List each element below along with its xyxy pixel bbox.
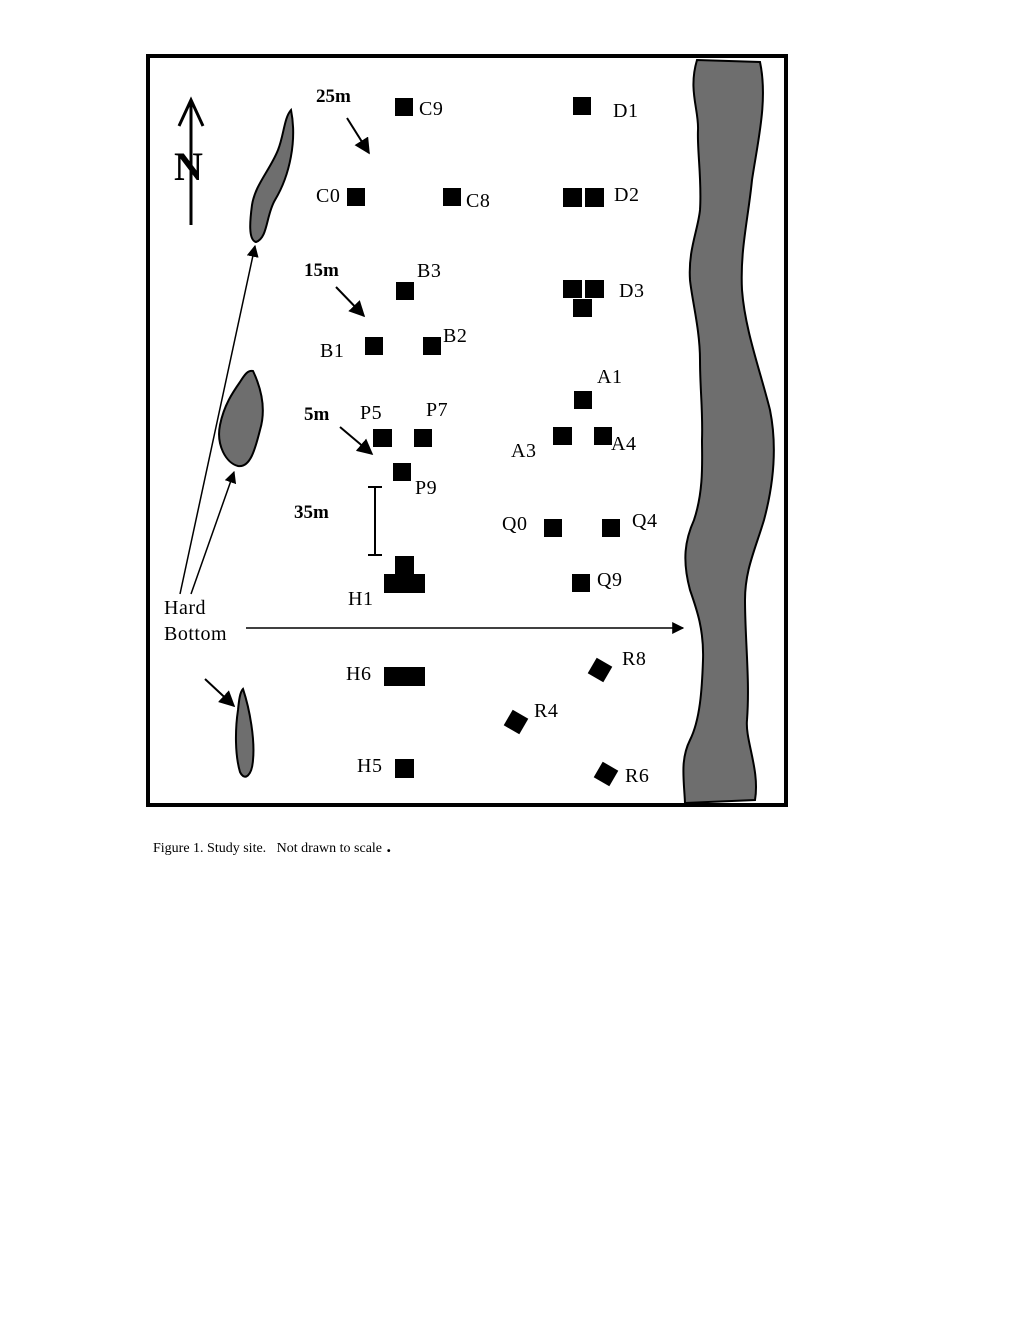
right-shoal bbox=[682, 58, 775, 805]
north-label: N bbox=[174, 144, 203, 189]
distance-arrow-25m bbox=[346, 117, 370, 155]
hard-bottom-patch-south bbox=[234, 687, 255, 778]
station-marker-r8 bbox=[587, 657, 613, 683]
station-label-a4: A4 bbox=[611, 433, 636, 455]
station-marker-d3-c bbox=[573, 299, 592, 317]
station-label-p5: P5 bbox=[360, 402, 382, 424]
caption-period: . bbox=[382, 836, 392, 856]
station-marker-h1-bottom bbox=[384, 574, 425, 593]
station-marker-p5 bbox=[373, 429, 392, 447]
station-marker-b2 bbox=[423, 337, 441, 355]
station-label-p9: P9 bbox=[415, 477, 437, 499]
station-marker-q9 bbox=[572, 574, 590, 592]
station-marker-a1 bbox=[574, 391, 592, 409]
station-marker-q0 bbox=[544, 519, 562, 537]
station-label-h5: H5 bbox=[357, 755, 382, 777]
station-marker-d3-a bbox=[563, 280, 582, 298]
station-marker-q4 bbox=[602, 519, 620, 537]
station-label-r6: R6 bbox=[625, 765, 649, 787]
station-label-d2: D2 bbox=[614, 184, 639, 206]
station-label-q0: Q0 bbox=[502, 513, 527, 535]
map-frame bbox=[146, 54, 788, 807]
station-label-h1: H1 bbox=[348, 588, 373, 610]
distance-arrow-5m bbox=[339, 426, 374, 456]
station-marker-r6 bbox=[593, 761, 619, 787]
station-label-b2: B2 bbox=[443, 325, 467, 347]
station-marker-b3 bbox=[396, 282, 414, 300]
hard-bottom-arrow-south bbox=[204, 678, 236, 708]
station-label-d1: D1 bbox=[613, 100, 638, 122]
station-label-h6: H6 bbox=[346, 663, 371, 685]
hard-bottom-patch-middle bbox=[218, 369, 264, 468]
hard-bottom-label-line2: Bottom bbox=[164, 623, 227, 645]
station-label-r4: R4 bbox=[534, 700, 558, 722]
figure-caption-text: Figure 1. Study site. Not drawn to scale bbox=[153, 841, 383, 856]
figure-caption: Figure 1. Study site. Not drawn to scale… bbox=[153, 836, 391, 857]
distance-label-25m: 25m bbox=[316, 86, 351, 107]
station-marker-h1-top bbox=[395, 556, 414, 574]
station-marker-a3 bbox=[553, 427, 572, 445]
station-label-q9: Q9 bbox=[597, 569, 622, 591]
distance-label-35m: 35m bbox=[294, 502, 329, 523]
station-markers bbox=[347, 97, 620, 787]
hard-bottom-label-line1: Hard bbox=[164, 597, 206, 619]
station-marker-h6 bbox=[384, 667, 425, 686]
distance-bar-35m bbox=[368, 486, 382, 556]
distance-arrow-15m bbox=[335, 286, 366, 318]
station-label-p7: P7 bbox=[426, 399, 448, 421]
station-marker-p9 bbox=[393, 463, 411, 481]
station-marker-d1 bbox=[573, 97, 591, 115]
distance-label-5m: 5m bbox=[304, 404, 330, 425]
station-label-b3: B3 bbox=[417, 260, 441, 282]
hard-bottom-arrow-north bbox=[179, 244, 259, 595]
station-label-a1: A1 bbox=[597, 366, 622, 388]
station-marker-a4 bbox=[594, 427, 612, 445]
station-label-c0: C0 bbox=[316, 185, 340, 207]
north-arrow: N bbox=[174, 96, 205, 225]
distance-label-15m: 15m bbox=[304, 260, 339, 281]
north-arrow-head bbox=[177, 96, 205, 127]
hard-bottom-patch-north bbox=[249, 107, 295, 244]
hard-bottom-arrow-middle bbox=[190, 470, 237, 595]
station-label-c8: C8 bbox=[466, 190, 490, 212]
station-marker-c0 bbox=[347, 188, 365, 206]
station-marker-d3-b bbox=[585, 280, 604, 298]
station-label-d3: D3 bbox=[619, 280, 644, 302]
station-label-b1: B1 bbox=[320, 340, 344, 362]
station-marker-p7 bbox=[414, 429, 432, 447]
station-marker-d2-b bbox=[585, 188, 604, 207]
station-label-q4: Q4 bbox=[632, 510, 657, 532]
station-label-r8: R8 bbox=[622, 648, 646, 670]
station-marker-r4 bbox=[503, 709, 529, 735]
station-marker-c9 bbox=[395, 98, 413, 116]
station-label-c9: C9 bbox=[419, 98, 443, 120]
station-marker-d2-a bbox=[563, 188, 582, 207]
station-label-a3: A3 bbox=[511, 440, 536, 462]
station-marker-h5 bbox=[395, 759, 414, 778]
station-marker-c8 bbox=[443, 188, 461, 206]
station-marker-b1 bbox=[365, 337, 383, 355]
